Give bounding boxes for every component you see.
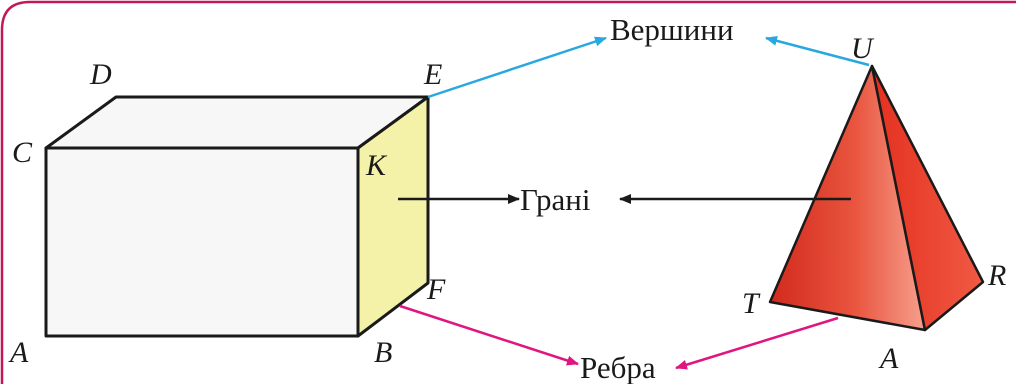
vertex-label-C: C	[12, 136, 33, 169]
vertex-label-T: T	[742, 287, 761, 320]
vertex-label-R: R	[987, 259, 1006, 292]
vertices-arrow-from-cuboid	[427, 36, 607, 99]
faces-label: Грані	[520, 182, 591, 217]
vertex-label-F: F	[426, 273, 446, 306]
vertices-arrow-from-pyramid	[765, 35, 870, 67]
vertex-label-B: B	[374, 336, 392, 369]
edges-arrow-from-cuboid	[399, 304, 579, 366]
vertex-label-D: D	[89, 58, 112, 91]
vertex-label-K: K	[365, 149, 388, 182]
cuboid	[44, 95, 430, 338]
vertex-label-A-pyramid: A	[878, 342, 899, 375]
vertex-label-A-cuboid: A	[8, 336, 29, 369]
edges-arrow-from-pyramid	[675, 316, 839, 370]
edges-label: Ребра	[580, 350, 656, 384]
cuboid-front-face	[44, 146, 360, 338]
vertex-label-E: E	[423, 58, 442, 91]
vertices-label: Вершини	[610, 12, 734, 47]
pyramid-right-face	[870, 64, 985, 332]
vertex-label-U: U	[851, 32, 875, 65]
